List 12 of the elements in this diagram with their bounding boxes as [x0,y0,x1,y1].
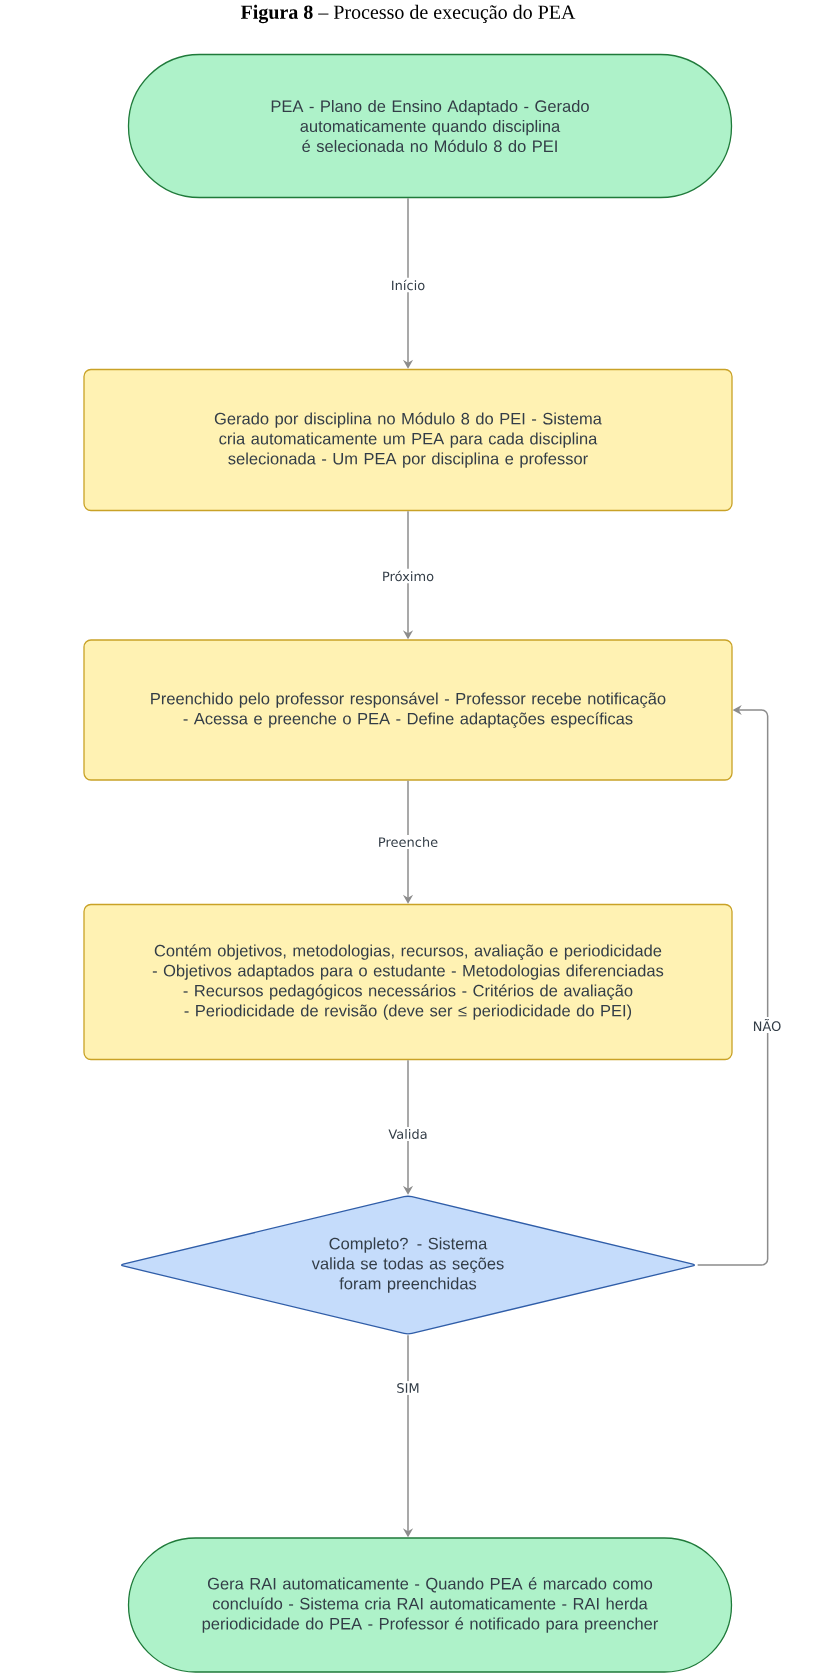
terminal-box: PEA - Plano de Ensino Adaptado - Gerado automaticamente quando disciplina é selecionada no Módulo 8 do PEI [127,53,733,199]
edge-label: Próximo [379,568,437,584]
terminal-box: Gera RAI automaticamente - Quando PEA é marcado como concluído - Sistema cria RAI automaticamente - RAI herda periodicidade do PEA - Professor é notificado para preencher [127,1537,733,1673]
edge-label: SIM [394,1381,422,1395]
edge-label: Início [388,277,428,293]
process-box: Preenchido pelo professor responsável - Professor recebe notificação - Acessa e preenche o PEA - Define adaptações específicas [83,639,733,781]
edge-label: NÃO [750,1016,784,1034]
edge-label: Valida [386,1127,430,1142]
process-box: Gerado por disciplina no Módulo 8 do PEI - Sistema cria automaticamente um PEA para cada disciplina selecionada - Um PEA por disciplina e professor [83,368,733,512]
edge-label: Preenche [375,835,441,850]
figure-title: Figura 8 – Processo de execução do PEA [240,4,576,24]
process-box: Contém objetivos, metodologias, recursos, avaliação e periodicidade - Objetivos adaptados para o estudante - Metodologias diferenciadas - Recursos pedagógicos necessários - Critérios de avaliação - Periodicidade de revisão (deve ser ≤ periodicidade do PEI) [83,903,733,1061]
